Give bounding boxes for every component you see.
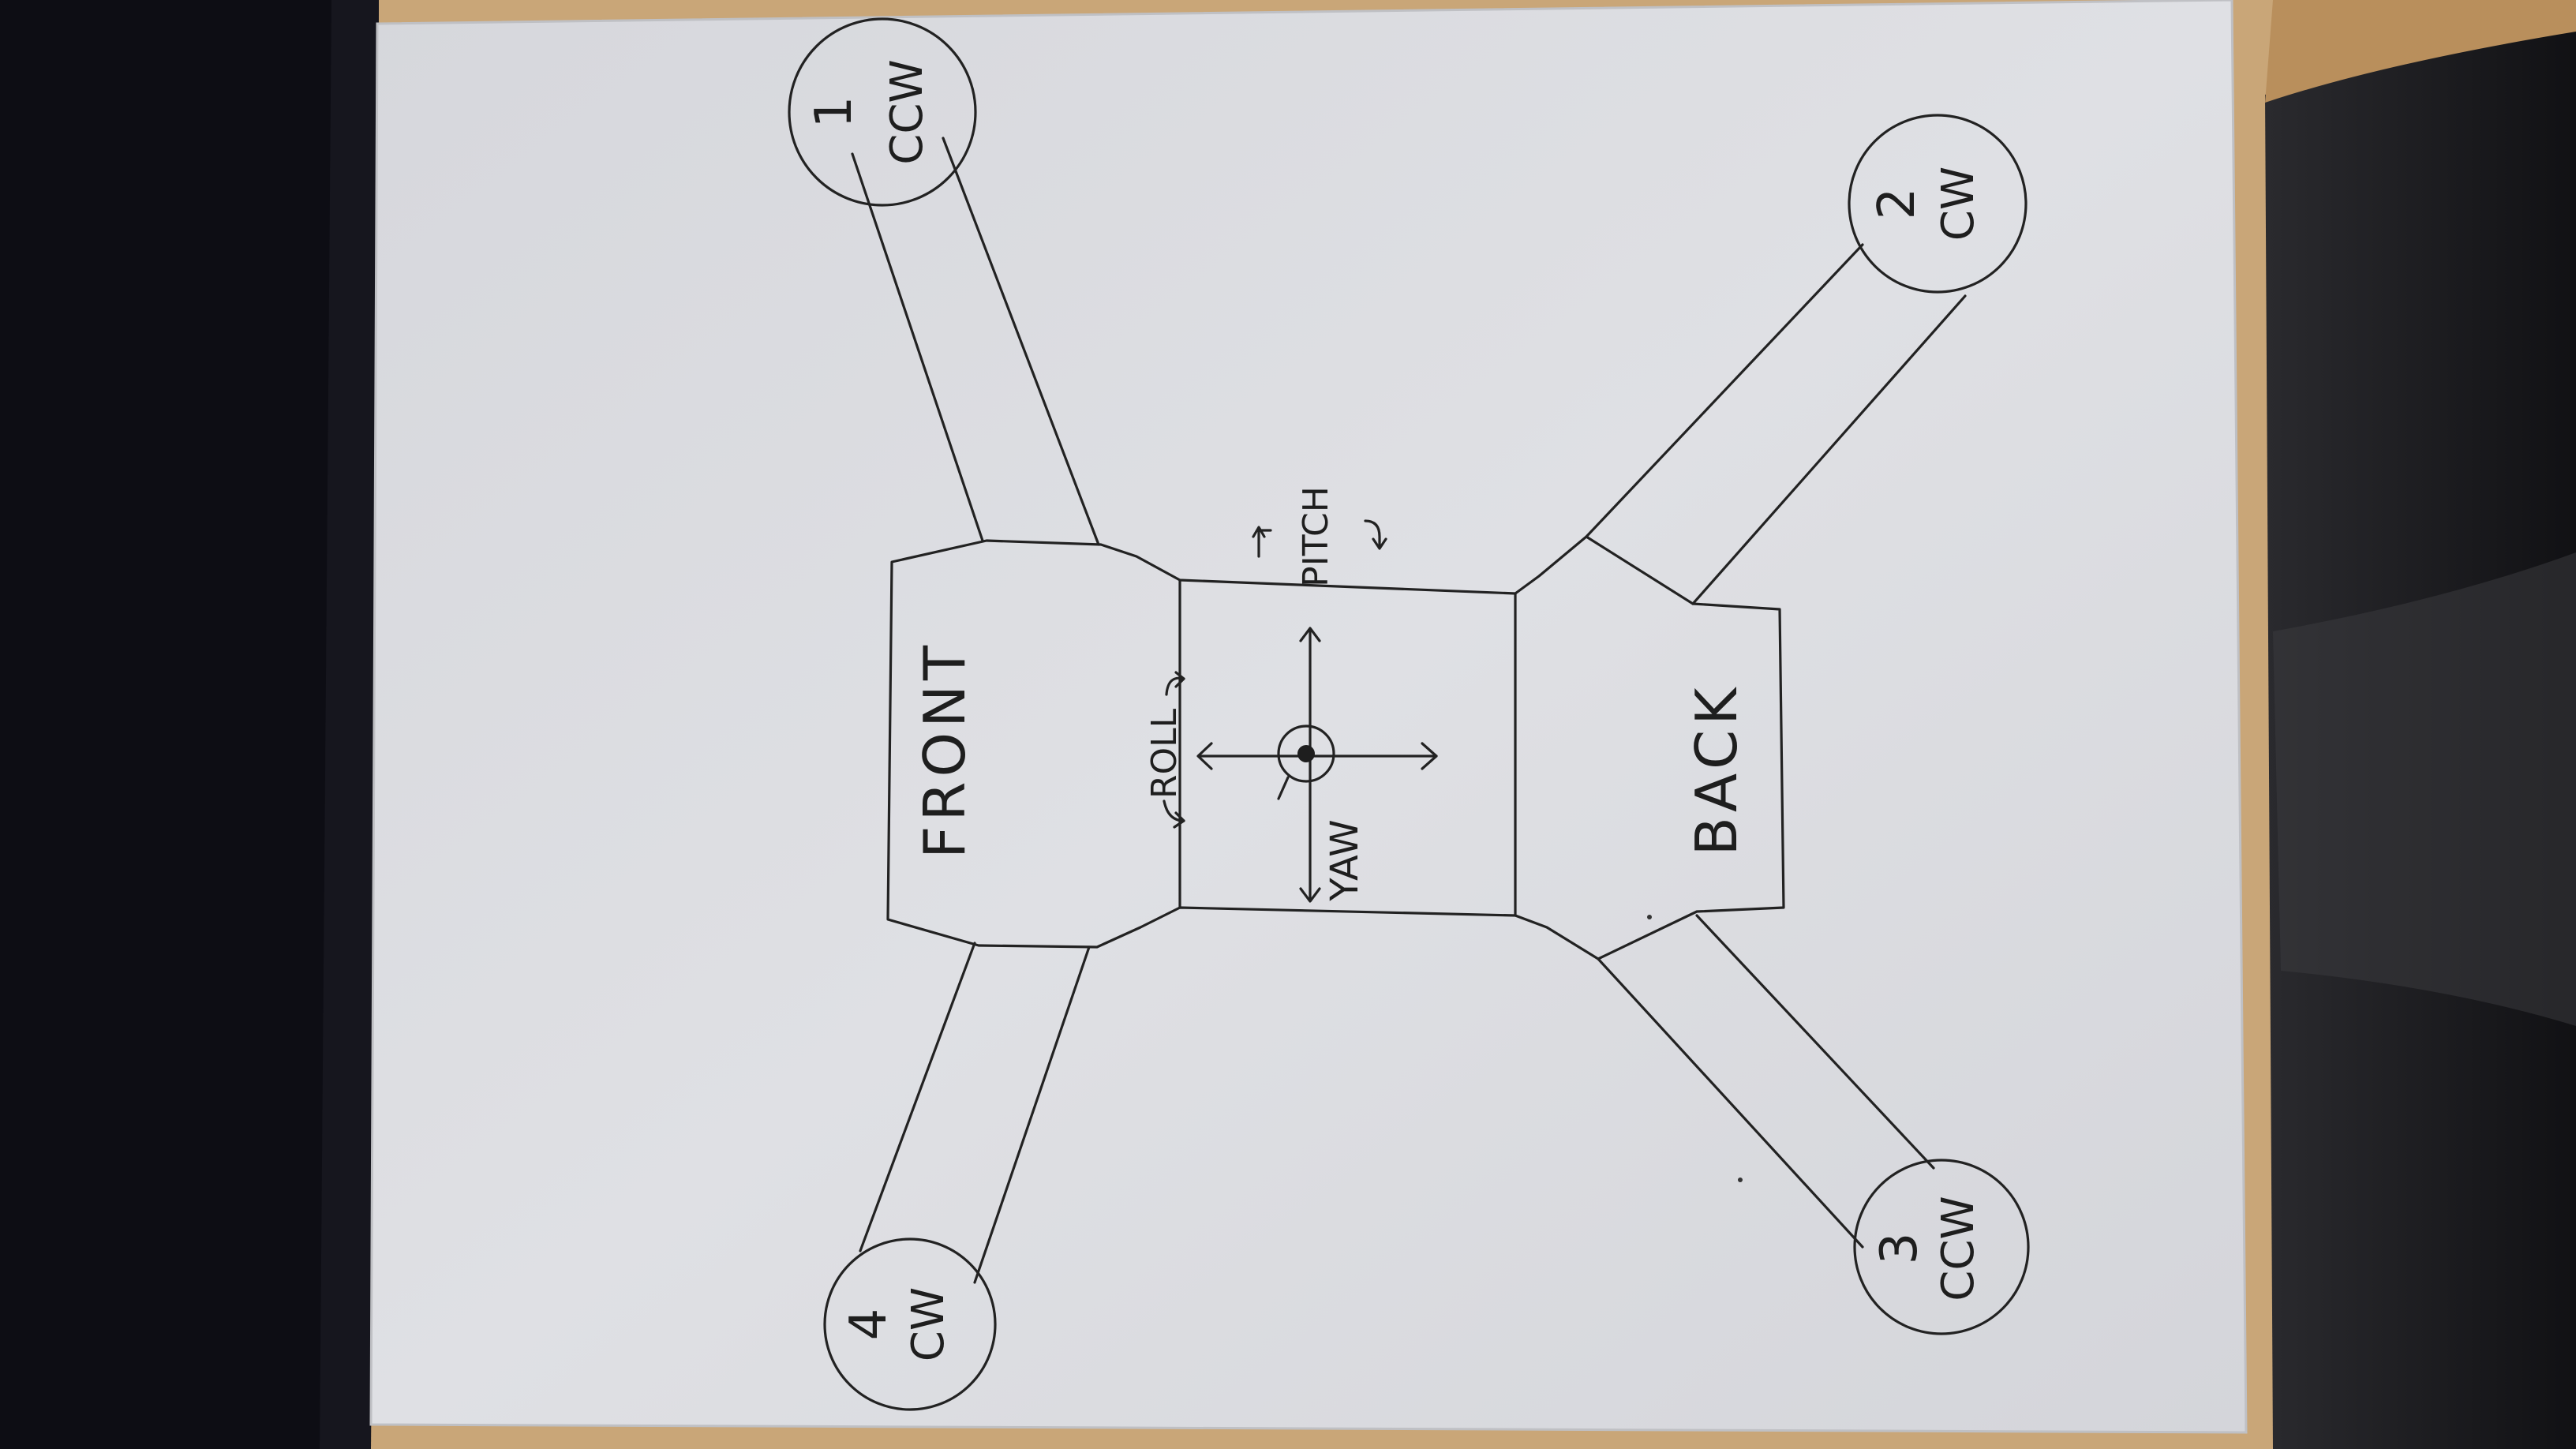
- quadcopter-body: [886, 535, 1785, 960]
- pitch-label: PITCH: [1296, 486, 1336, 587]
- motor-4-direction: CW: [903, 1287, 954, 1361]
- front-label: FRONT: [912, 641, 978, 859]
- roll-label: ROLL: [1144, 708, 1185, 799]
- arm-3: [1597, 914, 1935, 1249]
- arm-1: [851, 137, 1100, 546]
- motor-3-direction: CCW: [1933, 1196, 1984, 1301]
- paper-sheet: [369, 0, 2248, 1434]
- binder-cover: [0, 0, 379, 1449]
- motor-3: 3 CCW: [1853, 1159, 2030, 1335]
- yaw-label: YAW: [1323, 819, 1367, 901]
- motor-2-number: 2: [1868, 188, 1926, 220]
- arm-2: [1585, 243, 1967, 605]
- motor-4-number: 4: [840, 1309, 898, 1341]
- motor-3-number: 3: [1870, 1233, 1929, 1265]
- motor-2-direction: CW: [1933, 167, 1984, 241]
- center-dot: [1297, 745, 1315, 762]
- motor-4: 4 CW: [823, 1237, 997, 1411]
- motor-2: 2 CW: [1848, 114, 2027, 294]
- arm-4: [859, 942, 1091, 1284]
- roll-indicator: ROLL: [1144, 671, 1185, 829]
- back-label: BACK: [1683, 683, 1750, 856]
- motor-1-number: 1: [805, 96, 863, 129]
- motor-1: 1 CCW: [788, 17, 977, 207]
- pitch-indicator: PITCH: [1252, 486, 1387, 587]
- motor-1-direction: CCW: [882, 59, 933, 165]
- axis-cross: [1196, 627, 1438, 903]
